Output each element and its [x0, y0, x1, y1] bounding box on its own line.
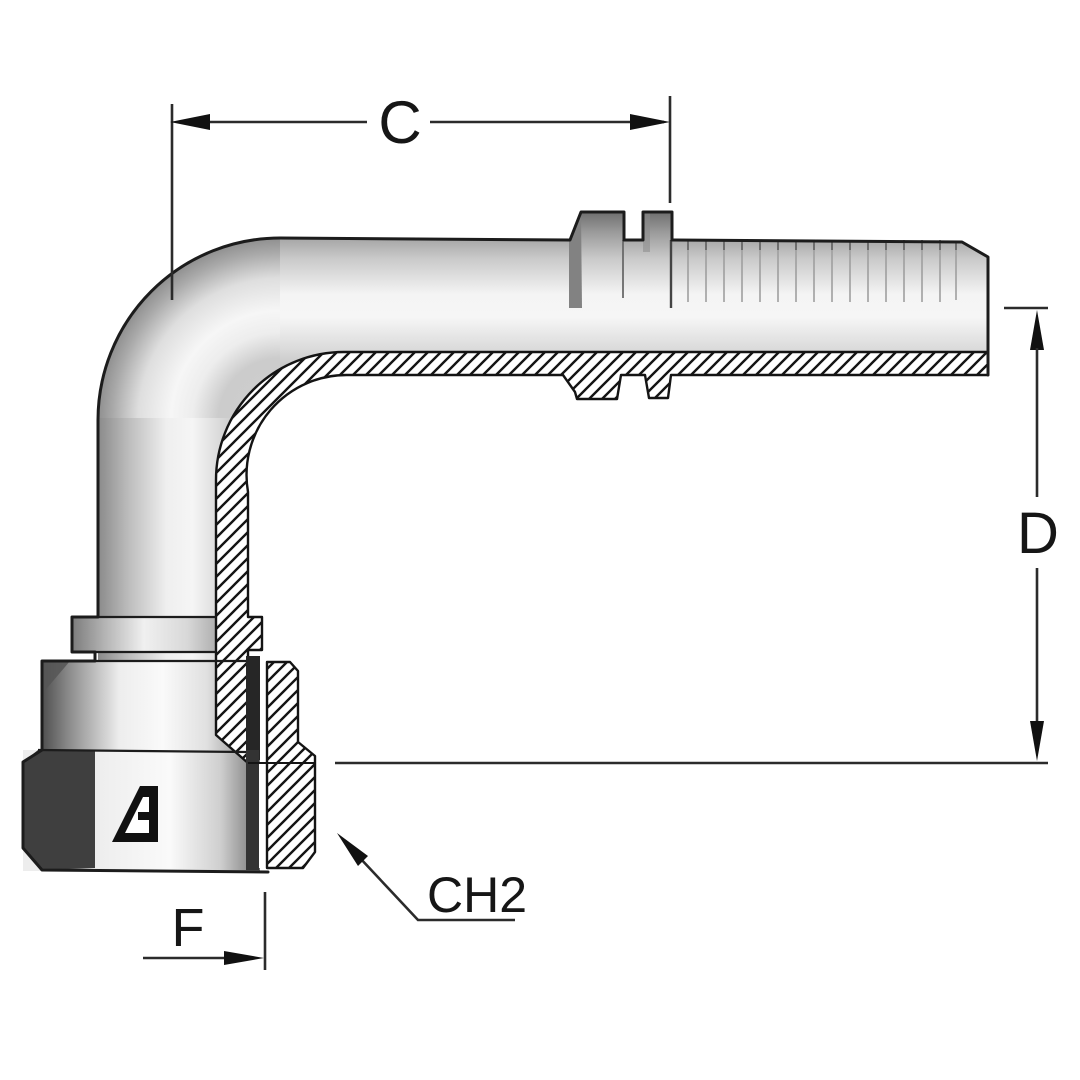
arrow-up-left-icon — [337, 833, 368, 866]
c-extension-lines — [170, 96, 672, 300]
nut-corner-shade — [42, 661, 70, 694]
arrow-right-icon — [630, 114, 670, 130]
arrow-left-icon — [170, 114, 210, 130]
thread-dark-bar — [246, 656, 260, 760]
dimension-c: C — [170, 89, 672, 300]
dimension-f-label: F — [172, 898, 205, 958]
hose-tail-serration-ticks — [687, 240, 957, 250]
fitting-outline — [21, 210, 990, 874]
fitting-body — [23, 212, 988, 871]
dimension-d-label: D — [1017, 501, 1059, 566]
elbow-flange-ring — [72, 617, 216, 652]
arrow-down-icon — [1030, 721, 1044, 761]
ch2-leader-line — [344, 841, 515, 922]
bore-interior — [246, 374, 988, 763]
silhouette-outline — [21, 210, 990, 874]
flange-edges — [95, 615, 216, 654]
elbow-bend-surface — [98, 238, 280, 420]
callout-ch2: CH2 — [337, 833, 527, 923]
dimension-d: D — [335, 306, 1059, 765]
dimension-c-label: C — [378, 89, 421, 156]
arrow-up-icon — [1030, 310, 1044, 350]
dimension-f: F — [143, 892, 267, 970]
nut-dark-strip — [246, 750, 259, 870]
tube-wall-hatch — [214, 350, 990, 765]
hex-dark-facet — [23, 750, 95, 870]
hose-tail-serrations — [687, 244, 957, 302]
nut-section-hatch — [265, 660, 317, 870]
hex-shoulder-edge — [37, 748, 247, 754]
section-hatching — [214, 350, 990, 870]
callout-ch2-label: CH2 — [427, 867, 527, 923]
logo-inner — [125, 797, 149, 833]
arrow-right-icon — [224, 951, 264, 965]
hose-tail-collar-2-shadow — [643, 212, 650, 252]
nut-white-gap — [259, 764, 267, 868]
manufacturer-logo — [112, 786, 158, 842]
horizontal-leg-surface — [280, 238, 988, 372]
